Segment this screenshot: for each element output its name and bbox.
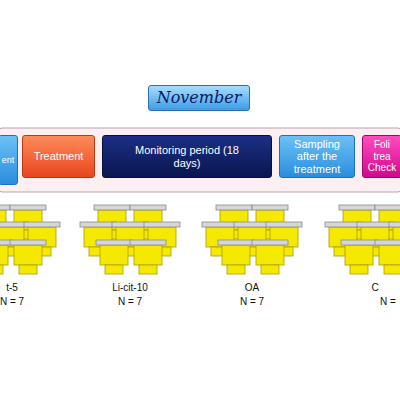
hive xyxy=(252,240,288,274)
month-box: November xyxy=(148,85,250,111)
node-text: Sampling after the treatment xyxy=(282,138,352,176)
group-label: t-5 xyxy=(6,282,18,293)
sample-size: N = xyxy=(380,296,396,307)
hive xyxy=(218,240,254,274)
node-text: ent xyxy=(2,155,15,165)
hive xyxy=(96,240,132,274)
hive xyxy=(10,240,46,274)
hive-group xyxy=(0,205,60,274)
group-label: Li-cit-10 xyxy=(112,282,148,293)
node-text: Treatment xyxy=(34,150,84,163)
sample-size: N = 7 xyxy=(118,296,142,307)
sample-size: N = 7 xyxy=(0,296,24,307)
hive xyxy=(130,240,166,274)
hive xyxy=(375,240,400,274)
node-text: Monitoring period (18 days) xyxy=(132,144,242,169)
phase-box: Monitoring period (18 days) xyxy=(102,135,272,178)
phase-box: Foli trea Check xyxy=(362,135,400,178)
phase-box: ent xyxy=(0,135,18,185)
node-text: November xyxy=(157,89,242,107)
hive xyxy=(341,240,377,274)
hive-group xyxy=(325,205,400,274)
hive-group xyxy=(202,205,302,274)
hive-group xyxy=(80,205,180,274)
group-label: C xyxy=(371,282,378,293)
node-text: Foli trea Check xyxy=(367,139,397,174)
phase-box: Sampling after the treatment xyxy=(279,135,355,178)
phase-box: Treatment xyxy=(22,135,95,178)
timeline-band xyxy=(0,128,400,192)
sample-size: N = 7 xyxy=(240,296,264,307)
group-label: OA xyxy=(245,282,259,293)
